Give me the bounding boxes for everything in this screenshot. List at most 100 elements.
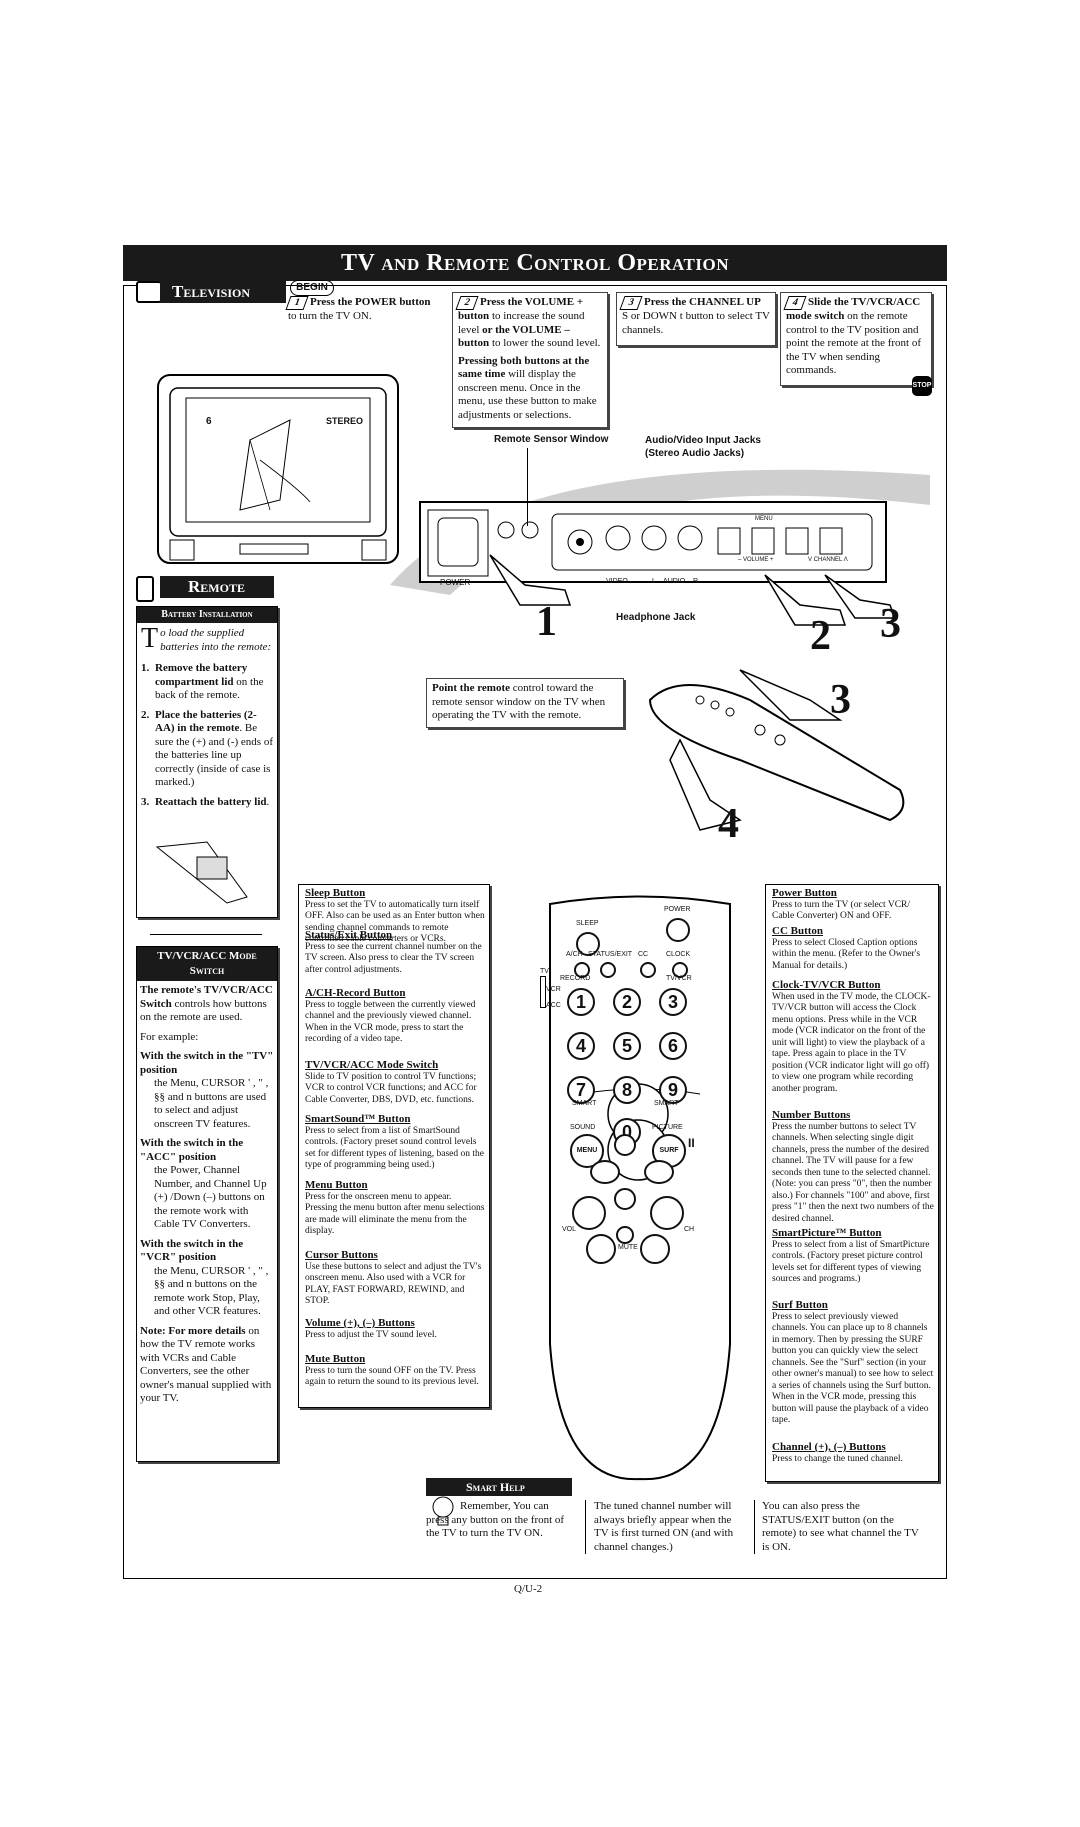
battery-step-rest: . Be sure the (+) and (-) ends of the ba… [155, 722, 273, 788]
cursor-stop-button[interactable] [614, 1188, 636, 1210]
mute-button[interactable] [616, 1226, 634, 1244]
volume-plus-button[interactable] [572, 1196, 606, 1230]
callout-number-4: 4 [718, 801, 739, 847]
mode-intro-text: controls how buttons on the remote are u… [140, 997, 267, 1024]
power-button[interactable] [666, 918, 690, 942]
number-button-5[interactable]: 5 [613, 1032, 641, 1060]
remote-label-acc: ACC [546, 1002, 561, 1009]
sleep-button[interactable] [576, 932, 600, 956]
label-av-jacks-line2: (Stereo Audio Jacks) [645, 448, 745, 459]
status-exit-button[interactable] [600, 962, 616, 978]
channel-plus-button[interactable] [650, 1196, 684, 1230]
step-2-text-1: to increase the sound level [458, 310, 585, 336]
television-heading: Television [160, 281, 286, 303]
number-button-4[interactable]: 4 [567, 1032, 595, 1060]
number-button-1[interactable]: 1 [567, 988, 595, 1016]
remote-body [549, 895, 731, 1481]
remote-label-ach: A/CH [566, 951, 583, 958]
battery-step-number: 1. [141, 662, 150, 674]
left-callouts-panel [298, 884, 490, 1408]
smart-help-heading: Smart Help [426, 1478, 572, 1496]
battery-step: 2.Place the batteries (2-AA) in the remo… [141, 709, 273, 790]
hand-icon [824, 574, 897, 619]
clock-tvvcr-button[interactable] [672, 962, 688, 978]
remote-label-ch: CH [684, 1226, 695, 1233]
mode-note-text: on how the TV remote works with VCRs and… [140, 1324, 272, 1405]
left-callout-title: Cursor Buttons [305, 1249, 378, 1261]
step-1-text: to turn the TV ON. [288, 310, 372, 322]
number-button-8[interactable]: 8 [613, 1076, 641, 1104]
cursor-ff-button[interactable] [644, 1160, 674, 1184]
right-callout-text: When used in the TV mode, the CLOCK-TV/V… [772, 991, 931, 1094]
mode-acc-text: the Power, Channel Number, and Channel U… [154, 1164, 267, 1230]
ach-record-button[interactable] [574, 962, 590, 978]
left-callout-text: Press to select from a list of SmartSoun… [305, 1125, 484, 1171]
mode-heading-line2: Switch [189, 965, 225, 977]
battery-step-text: Place the batteries (2-AA) in the remote… [155, 709, 273, 790]
tv-illustration [157, 374, 399, 564]
left-callout-title: TV/VCR/ACC Mode Switch [305, 1059, 439, 1071]
left-callout-title: Menu Button [305, 1179, 368, 1191]
mode-tv-heading: With the switch in the "TV" position [140, 1050, 274, 1076]
divider-ornament [150, 934, 262, 935]
number-button-6[interactable]: 6 [659, 1032, 687, 1060]
label-remote-sensor: Remote Sensor Window [494, 434, 609, 445]
step-2-bold-2: or the VOLUME – button [458, 323, 570, 350]
remote-hand-illustration [648, 669, 905, 831]
smart-help-divider-1 [585, 1500, 586, 1554]
step-4-text: on the remote control to the TV position… [786, 310, 922, 376]
left-callout-text: Press to turn the sound OFF on the TV. P… [305, 1365, 479, 1388]
channel-minus-button[interactable] [640, 1234, 670, 1264]
right-callout-text: Press to select Closed Caption options w… [772, 937, 921, 971]
cursor-rewind-button[interactable] [590, 1160, 620, 1184]
left-callout-title: Sleep Button [305, 887, 366, 899]
lightbulb-icon [432, 1496, 454, 1526]
number-button-3[interactable]: 3 [659, 988, 687, 1016]
right-callout-text: Press to select previously viewed channe… [772, 1311, 934, 1426]
content-frame [123, 285, 947, 1579]
remote-label-tvvcr: TV/VCR [666, 975, 692, 982]
step-1-bold: Press the POWER button [310, 296, 431, 308]
battery-steps: 1.Remove the battery compartment lid on … [137, 658, 277, 819]
mode-tv-text: the Menu, CURSOR ' , " , §§ and n button… [154, 1077, 269, 1130]
battery-step-rest: . [266, 795, 270, 808]
cc-button[interactable] [640, 962, 656, 978]
battery-remote-illustration [155, 841, 248, 904]
tv-stereo-readout: STEREO [326, 416, 364, 426]
number-button-9[interactable]: 9 [659, 1076, 687, 1104]
left-callout-text: Use these buttons to select and adjust t… [305, 1261, 482, 1307]
cursor-play-button[interactable] [614, 1134, 636, 1156]
volume-minus-button[interactable] [586, 1234, 616, 1264]
step-2-text-2: to lower the sound level. [489, 337, 601, 349]
remote-label-vol: VOL [562, 1226, 577, 1233]
stop-sign-icon: STOP [912, 376, 932, 396]
remote-label-smart2: SMART [654, 1100, 679, 1107]
label-channel: V CHANNEL Λ [808, 557, 848, 563]
mode-vcr-heading: With the switch in the "VCR" position [140, 1237, 244, 1264]
mode-switch[interactable] [540, 976, 546, 1008]
number-button-2[interactable]: 2 [613, 988, 641, 1016]
right-callout-title: Number Buttons [772, 1109, 851, 1121]
step-2-bold-3: Pressing both buttons at the same time [458, 354, 590, 381]
label-audio: L AUDIO R [652, 578, 699, 585]
remote-label-power: POWER [664, 906, 691, 913]
battery-step-bold: Reattach the battery lid [155, 795, 267, 808]
battery-step-rest: on the back of the remote. [155, 675, 264, 702]
step-3-text: button to select TV channels. [622, 310, 770, 336]
left-callout-text: Press for the onscreen menu to appear. P… [305, 1191, 485, 1237]
page-number: Q/U-2 [514, 1583, 543, 1595]
number-button-7[interactable]: 7 [567, 1076, 595, 1104]
mode-note-bold: Note: For more details [140, 1324, 246, 1337]
